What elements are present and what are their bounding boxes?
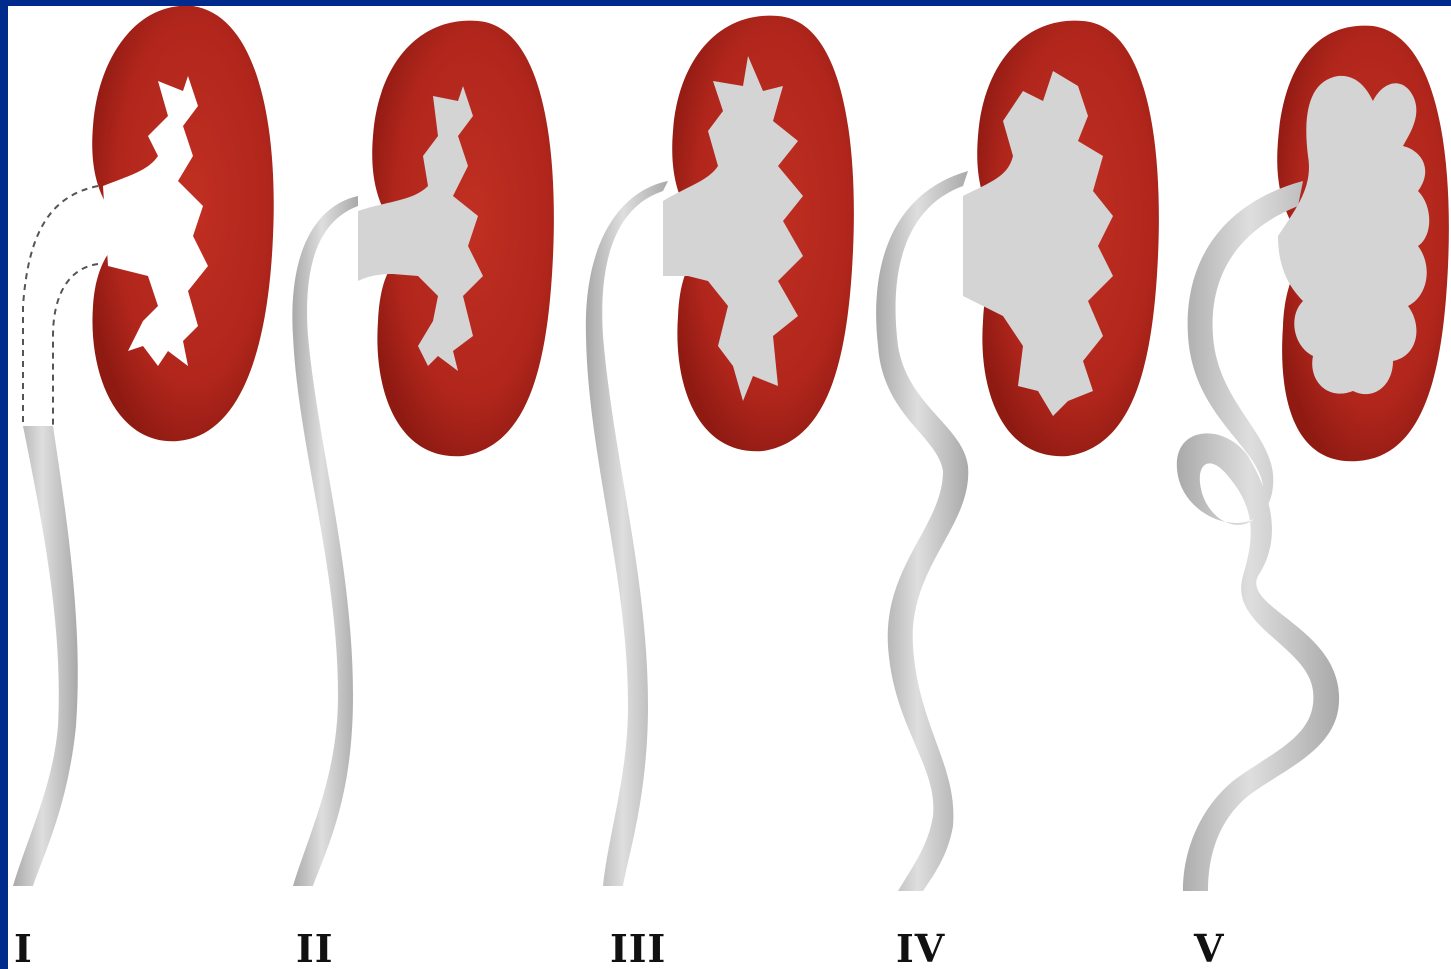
grade-3-illustration <box>586 16 854 886</box>
grade-label-3: III <box>610 926 666 969</box>
grade-label-1: I <box>14 926 33 969</box>
grade-label-4: IV <box>896 926 945 969</box>
grade-4-illustration <box>876 21 1159 891</box>
ureter-3 <box>586 181 668 886</box>
grade-2-illustration <box>292 21 554 886</box>
ureter-1 <box>13 426 78 886</box>
dashed-ureter-1 <box>23 186 98 426</box>
diagram-panel: I II III IV V <box>8 6 1451 969</box>
reflux-grades-illustration <box>8 6 1451 969</box>
ureter-4 <box>876 171 968 891</box>
grade-label-2: II <box>296 926 334 969</box>
grade-5-illustration <box>1177 26 1449 891</box>
grade-label-5: V <box>1194 926 1224 969</box>
grade-1-illustration <box>13 6 274 886</box>
ureter-2 <box>292 196 358 886</box>
